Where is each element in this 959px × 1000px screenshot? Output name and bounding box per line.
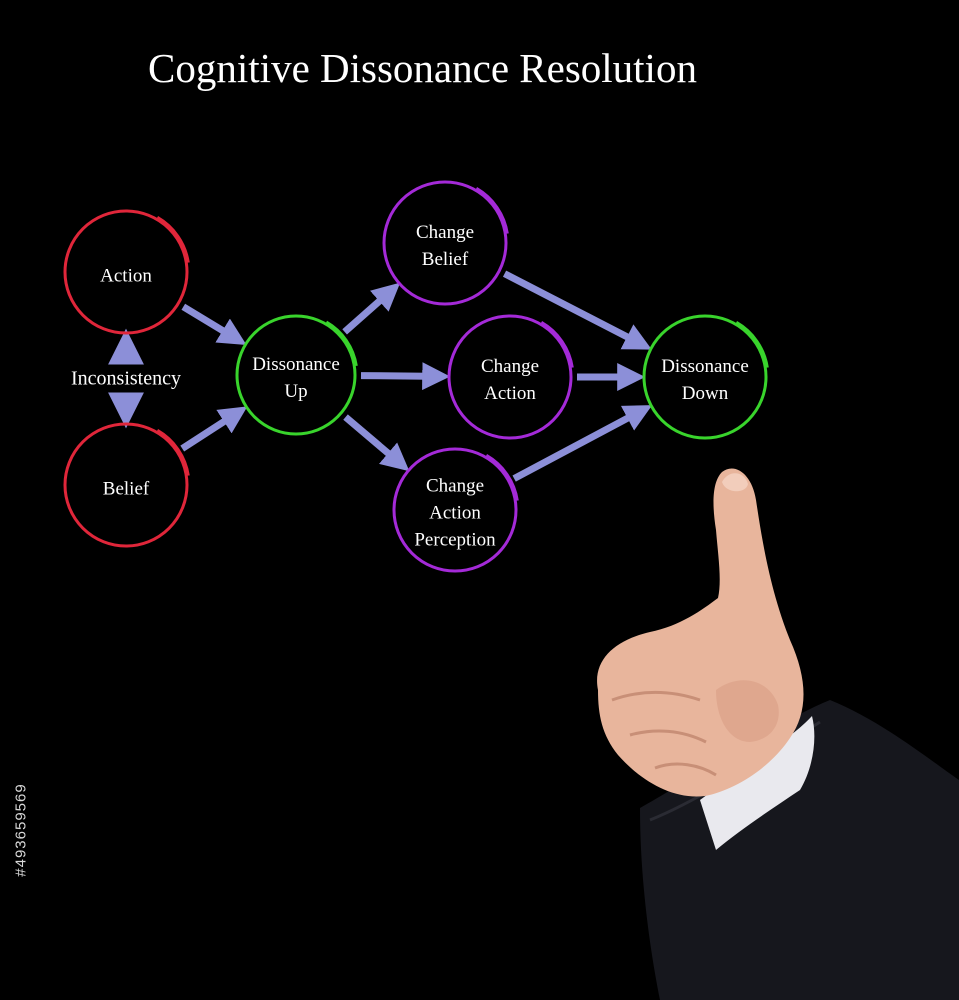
- node-label-line: Up: [284, 381, 308, 402]
- node-label-line: Belief: [102, 478, 150, 500]
- node-ring-belief: [63, 422, 190, 548]
- node-ring-change-action-perception: [392, 447, 519, 573]
- edge-dissonance-up-to-change-belief: [342, 282, 401, 335]
- node-label-line: Action: [100, 265, 152, 287]
- edge-change-action-perception-to-dissonance-down: [512, 405, 653, 482]
- node-label-line: Action: [484, 383, 536, 404]
- edge-label-inconsistency: Inconsistency: [71, 367, 181, 389]
- node-label-line: Perception: [414, 529, 496, 551]
- pointing-hand-image: [597, 468, 959, 1000]
- node-ring-dissonance-down: [642, 314, 769, 440]
- edge-dissonance-up-to-change-action-perception: [343, 414, 410, 472]
- node-ring-change-action: [447, 314, 574, 440]
- node-label-line: Change: [480, 356, 540, 377]
- node-label-line: Change: [415, 222, 475, 243]
- diagram-title: Cognitive Dissonance Resolution: [148, 45, 697, 91]
- node-label-action: Action: [100, 263, 152, 290]
- node-ring-dissonance-up: [235, 314, 358, 436]
- edge-change-belief-to-dissonance-down: [502, 270, 652, 350]
- node-label-line: Dissonance: [661, 356, 749, 377]
- node-label-line: Down: [681, 383, 729, 404]
- node-label-line: Change: [425, 475, 485, 497]
- stock-id-watermark: #493659569: [12, 783, 30, 877]
- node-ring-action: [63, 209, 190, 335]
- node-label-line: Dissonance: [252, 354, 340, 375]
- edge-action-to-dissonance-up: [181, 303, 247, 346]
- node-ring-change-belief: [382, 180, 509, 306]
- edge-belief-to-dissonance-up: [180, 406, 248, 452]
- node-label-line: Belief: [421, 249, 469, 270]
- node-label-line: Action: [429, 502, 481, 524]
- node-label-belief: Belief: [103, 476, 149, 503]
- edge-dissonance-up-to-change-action: [360, 362, 451, 391]
